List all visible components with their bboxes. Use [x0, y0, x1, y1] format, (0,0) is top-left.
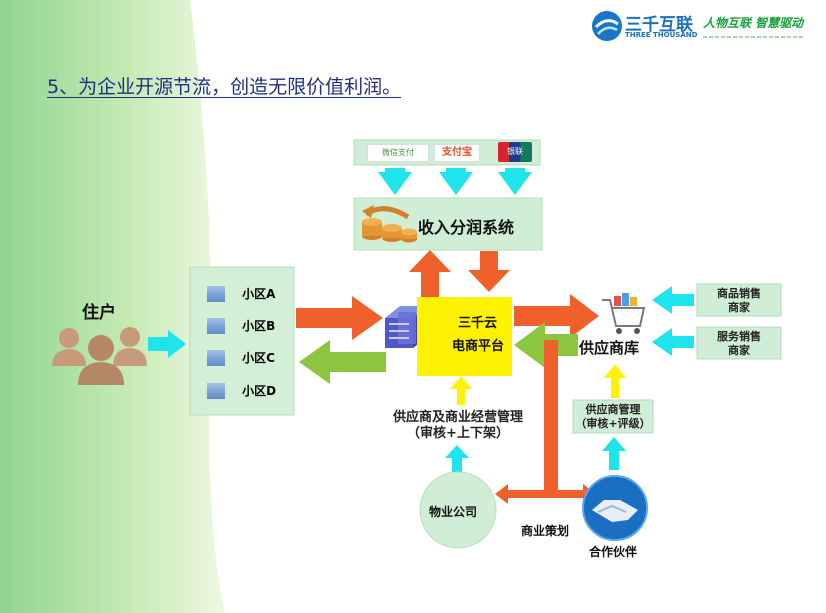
building-icon: [207, 349, 225, 366]
arrow-goods-to-warehouse: [652, 286, 694, 314]
logo-cn: 三千互联: [625, 15, 693, 35]
slogan-subline-decoration: [703, 36, 803, 38]
arrow-partner-to-suppliermgmt: [602, 437, 626, 470]
globe-logo-icon: [592, 11, 622, 41]
community-item: 小区A: [207, 283, 275, 302]
payment-alipay: 支付宝: [434, 144, 480, 162]
sales-goods-label: 商品销售 商家: [697, 287, 781, 315]
arrow-communities-to-platform: [296, 296, 383, 340]
handshake-icon: [582, 475, 648, 541]
revenue-system-label: 收入分润系统: [418, 218, 515, 237]
building-icon: [207, 382, 225, 399]
sales-service-line1: 服务销售: [717, 330, 761, 343]
page-title: 5、为企业开源节流，创造无限价值利润。: [47, 76, 402, 98]
sales-box-goods: [696, 283, 782, 317]
community-label: 小区D: [242, 384, 277, 398]
building-icon: [207, 285, 225, 302]
alipay-label: 支付宝: [442, 147, 472, 158]
logo-en: THREE THOUSAND: [625, 31, 698, 39]
shopping-cart-icon: [602, 293, 646, 334]
platform-label-line2: 电商平台: [452, 339, 505, 354]
sales-service-label: 服务销售 商家: [697, 330, 781, 358]
arrow-platform-to-warehouse: [514, 294, 599, 338]
property-company-circle: [419, 471, 497, 549]
arrow-property-partner: [495, 484, 596, 504]
wechat-pay-label: 微信支付: [382, 148, 414, 157]
payment-arrow-3: [498, 168, 532, 195]
business-mgmt-line1: 供应商及商业经营管理: [392, 410, 523, 425]
community-item: 小区B: [207, 315, 275, 334]
connector-vertical: [544, 340, 558, 492]
arrow-platform-to-communities: [299, 340, 386, 384]
arrow-platform-to-revenue: [409, 250, 451, 300]
unionpay-label: 银联: [507, 147, 523, 156]
business-mgmt-label: 供应商及商业经营管理 （审核+上下架）: [370, 410, 546, 442]
community-label: 小区A: [242, 287, 276, 301]
revenue-system-box: [353, 197, 543, 251]
platform-label-line1: 三千云: [458, 316, 498, 331]
arrow-suppliermgmt-to-warehouse: [604, 364, 626, 398]
payment-wechat: 微信支付: [367, 144, 429, 162]
property-company-label: 物业公司: [429, 505, 478, 519]
sales-goods-line2: 商家: [728, 301, 750, 314]
sales-service-line2: 商家: [728, 344, 750, 357]
partner-label: 合作伙伴: [589, 545, 638, 559]
platform-box: [417, 297, 512, 376]
supplier-mgmt-box: [572, 399, 654, 434]
payment-arrow-2: [439, 168, 473, 195]
header-logo: 三千互联 THREE THOUSAND: [591, 10, 698, 44]
sales-box-service: [696, 326, 782, 360]
arrow-bizmgmt-to-platform: [450, 376, 472, 405]
community-item: 小区C: [207, 347, 275, 366]
supplier-mgmt-label: 供应商管理 （审核+评级）: [573, 403, 653, 431]
payment-arrow-1: [378, 168, 412, 195]
community-label: 小区C: [242, 351, 275, 365]
business-planning-label: 商业策划: [521, 524, 570, 538]
arrow-residents-to-communities: [148, 330, 186, 358]
coins-icon: [362, 205, 417, 243]
payment-arrows: [378, 168, 532, 195]
resident-label: 住户: [82, 303, 116, 323]
slogan-main: 人物互联 智慧驱动: [703, 16, 804, 30]
community-item: 小区D: [207, 380, 276, 399]
arrow-service-to-warehouse: [652, 328, 694, 356]
business-mgmt-line2: （审核+上下架）: [407, 426, 509, 441]
building-icon: [207, 317, 225, 334]
supplier-mgmt-line2: （审核+评级）: [575, 417, 651, 430]
community-label: 小区B: [242, 319, 276, 333]
payment-unionpay: 银联: [498, 142, 532, 162]
supplier-mgmt-line1: 供应商管理: [585, 403, 641, 416]
arrow-property-to-bizmgmt: [445, 445, 469, 477]
residents-icon: [52, 327, 147, 385]
arrow-revenue-to-platform: [468, 251, 510, 292]
sales-goods-line1: 商品销售: [717, 287, 761, 300]
supplier-warehouse-label: 供应商库: [579, 339, 640, 357]
slogan: 人物互联 智慧驱动: [703, 14, 805, 41]
